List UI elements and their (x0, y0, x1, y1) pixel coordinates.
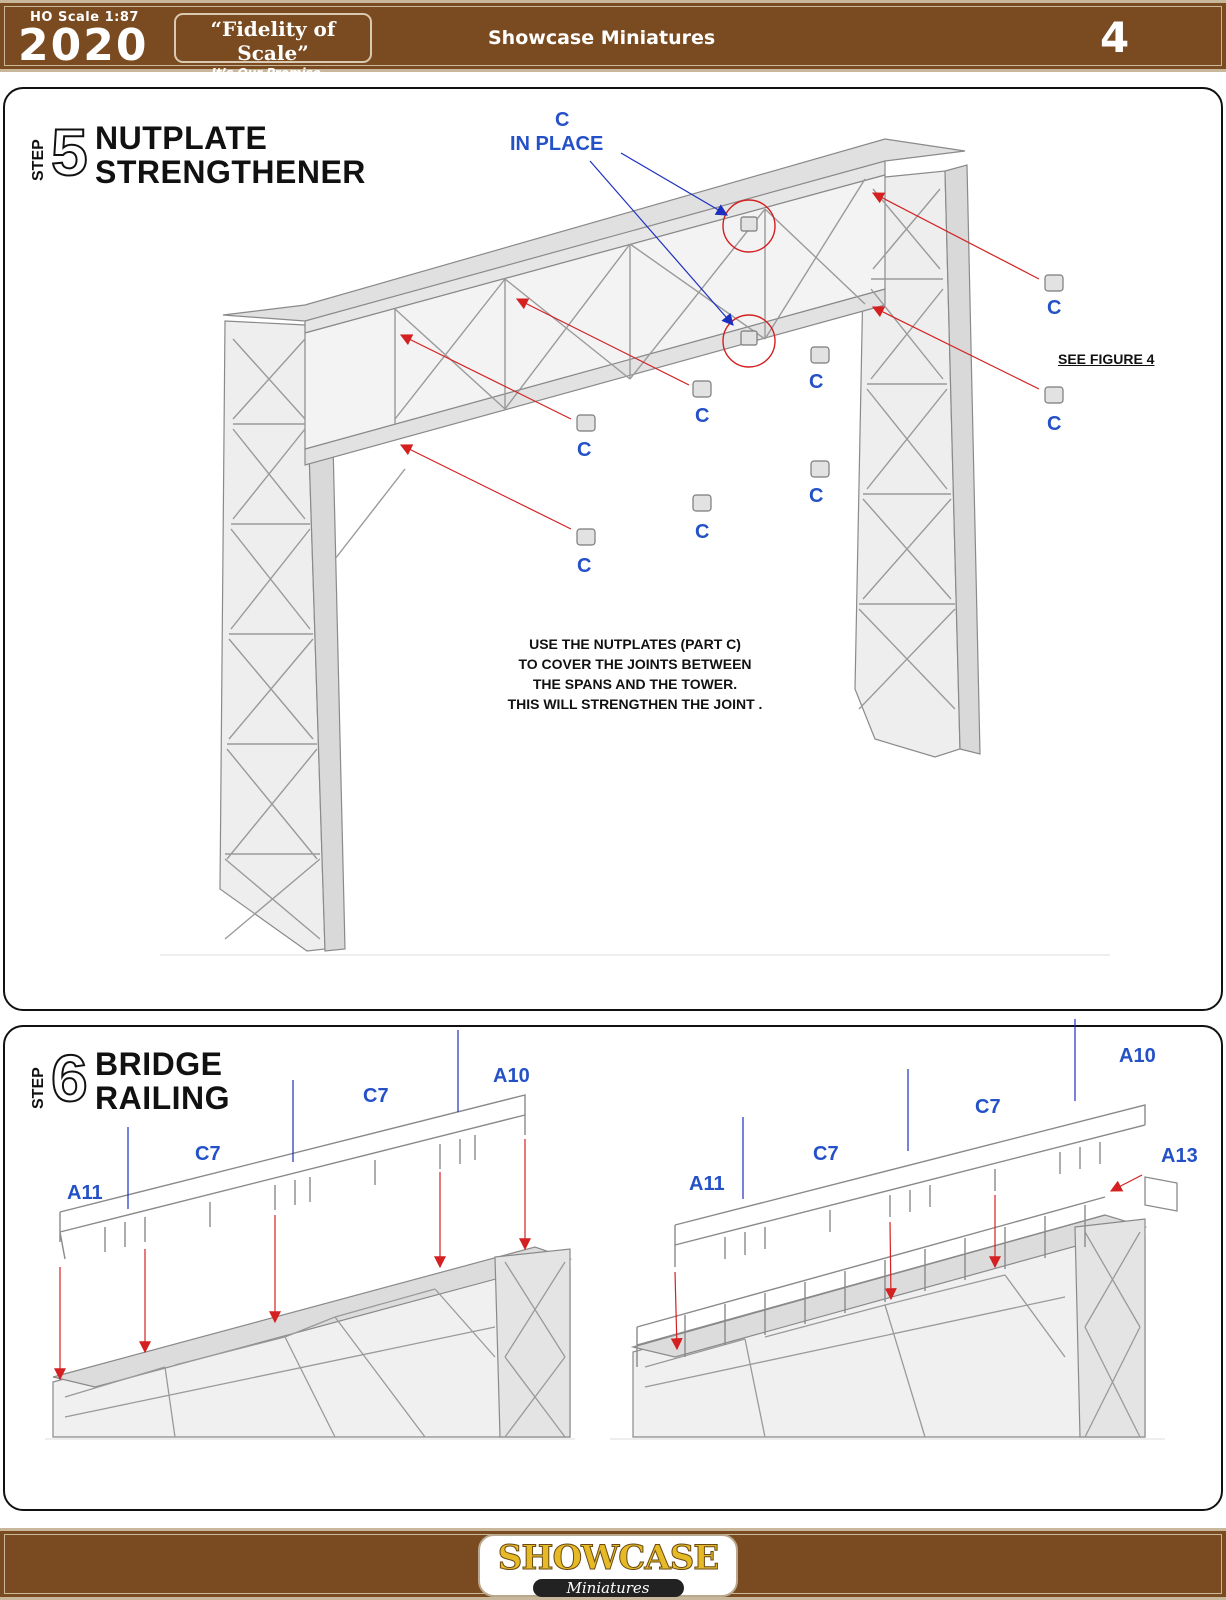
nutplate-part (1044, 274, 1064, 292)
part-c-label: C (577, 439, 592, 461)
part-a13-label: A13 (1161, 1145, 1198, 1167)
see-figure-note: SEE FIGURE 4 (1058, 351, 1155, 367)
part-a10-label: A10 (1119, 1045, 1156, 1067)
part-c-label: C (1047, 297, 1062, 319)
step5-title-line1: NUTPLATE (95, 120, 268, 156)
nutplate-part (692, 380, 712, 398)
nutplate-part (576, 528, 596, 546)
highlight-circle (722, 199, 776, 253)
showcase-logo: SHOWCASE Miniatures (478, 1534, 738, 1597)
part-c-label: C (1047, 413, 1062, 435)
nutplate-part (576, 414, 596, 432)
part-c-label: C (577, 555, 592, 577)
part-c-label: C (695, 521, 710, 543)
railing-illustration (45, 1019, 1178, 1440)
step6-title-line1: BRIDGE (95, 1046, 223, 1082)
header-inner-border (4, 6, 1222, 66)
instruction-line: THE SPANS AND THE TOWER. (532, 676, 738, 692)
part-c-label: C (695, 405, 710, 427)
step5-title: NUTPLATE STRENGTHENER (95, 121, 366, 189)
instruction-line: TO COVER THE JOINTS BETWEEN (518, 656, 752, 672)
nutplate-part (1044, 386, 1064, 404)
in-place-part-label: C (555, 109, 570, 131)
nutplate-in-place (740, 330, 758, 346)
scale-label: HO Scale 1:87 (30, 10, 139, 25)
step5-title-line2: STRENGTHENER (95, 154, 366, 190)
part-c7-label: C7 (813, 1143, 839, 1165)
page-number: 4 (1100, 13, 1130, 62)
part-a11-label: A11 (67, 1182, 103, 1204)
blue-arrow (620, 152, 729, 216)
nutplate-in-place (740, 216, 758, 232)
red-arrows (399, 192, 1040, 530)
step6-number: 6 (50, 1041, 89, 1115)
nutplate-part (810, 460, 830, 478)
nutplate-part (692, 494, 712, 512)
nutplate-part (810, 346, 830, 364)
part-c7-label: C7 (195, 1143, 221, 1165)
instruction-line: USE THE NUTPLATES (PART C) (529, 636, 741, 652)
part-a13 (1144, 1176, 1178, 1212)
fidelity-badge: “Fidelity of Scale” It’s Our Promise... (174, 13, 372, 80)
header-band: HO Scale 1:87 2020 “Fidelity of Scale” I… (0, 0, 1226, 80)
gantry-illustration (160, 138, 1110, 956)
part-a11-label: A11 (689, 1173, 725, 1195)
part-c7-label: C7 (975, 1096, 1001, 1118)
footer-band: SHOWCASE Miniatures (0, 1528, 1226, 1600)
blue-arrow (589, 160, 734, 326)
instruction-line: THIS WILL STRENGTHEN THE JOINT . (507, 696, 763, 712)
part-a10-label: A10 (493, 1065, 530, 1087)
part-c-label: C (809, 485, 824, 507)
logo-sub-text: Miniatures (532, 1579, 684, 1597)
fidelity-subtitle: It’s Our Promise... (211, 66, 335, 80)
fidelity-title: “Fidelity of Scale” (210, 17, 336, 65)
highlight-circle (722, 314, 776, 368)
step6-title: BRIDGE RAILING (95, 1047, 230, 1115)
step5-instructions: USE THE NUTPLATES (PART C) TO COVER THE … (445, 634, 825, 714)
step6-panel: STEP 6 BRIDGE RAILING (3, 1019, 1223, 1511)
year-label: 2020 (18, 20, 149, 71)
part-c7-label: C7 (363, 1085, 389, 1107)
step6-title-line2: RAILING (95, 1080, 231, 1116)
in-place-label: IN PLACE (510, 133, 604, 155)
step5-panel: STEP 5 NUTPLATE STRENGTHENER (3, 87, 1223, 1011)
logo-main-text: SHOWCASE (497, 1538, 719, 1579)
brand-name: Showcase Miniatures (488, 27, 716, 49)
part-c-label: C (809, 371, 824, 393)
step5-number: 5 (50, 115, 89, 189)
